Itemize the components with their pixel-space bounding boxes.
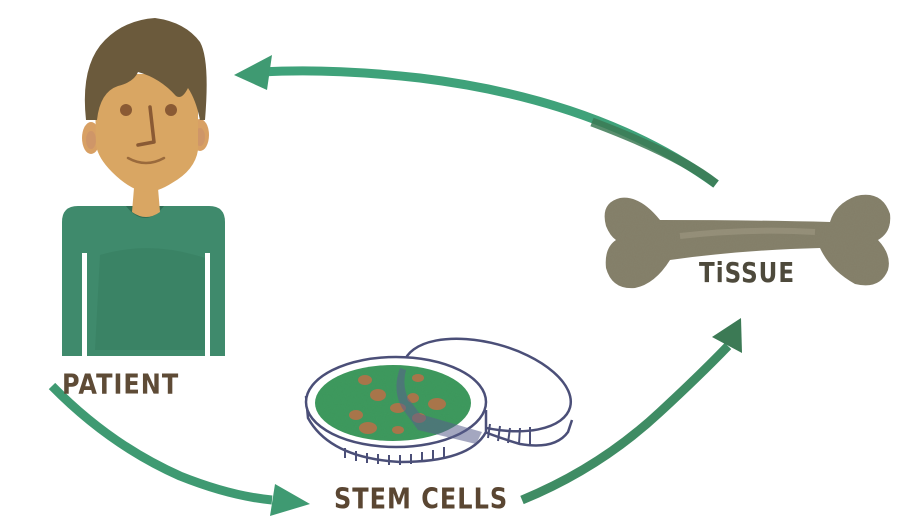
left-eye xyxy=(120,104,132,116)
shirt-shading xyxy=(95,248,205,350)
left-arm-line xyxy=(82,253,87,357)
bone-icon xyxy=(604,194,891,289)
petri-dish-base xyxy=(304,355,488,465)
cell-colonies xyxy=(349,374,446,434)
bone-highlight xyxy=(679,227,816,239)
arrow-shaft xyxy=(48,382,273,505)
right-arm-line xyxy=(205,253,210,357)
hair xyxy=(84,18,207,120)
face xyxy=(95,74,198,192)
arrow-shaft-dark-segment xyxy=(590,117,719,188)
arrow-tissue-to-patient xyxy=(234,55,719,188)
patient-label: PATIENT xyxy=(62,368,180,401)
arrow-shaft xyxy=(261,66,719,188)
nose xyxy=(136,105,156,147)
arrowhead-right-icon xyxy=(270,484,310,516)
petri-dish-icon xyxy=(304,337,574,465)
right-eye xyxy=(165,104,177,116)
mouth xyxy=(126,156,166,165)
tissue-label: TiSSUE xyxy=(699,258,796,290)
arrowhead-left-icon xyxy=(234,55,272,90)
left-ear-inner xyxy=(86,131,96,149)
arrow-stem-cells-to-tissue xyxy=(520,318,742,505)
arrowhead-up-right-icon xyxy=(712,318,742,353)
patient-figure xyxy=(62,18,225,357)
bone-shape xyxy=(604,194,891,289)
arrow-shaft xyxy=(520,342,732,505)
stem-cells-label: STEM CELLS xyxy=(334,482,509,516)
neck xyxy=(132,188,160,217)
shirt xyxy=(62,206,225,356)
arrow-patient-to-stem-cells xyxy=(48,382,310,516)
